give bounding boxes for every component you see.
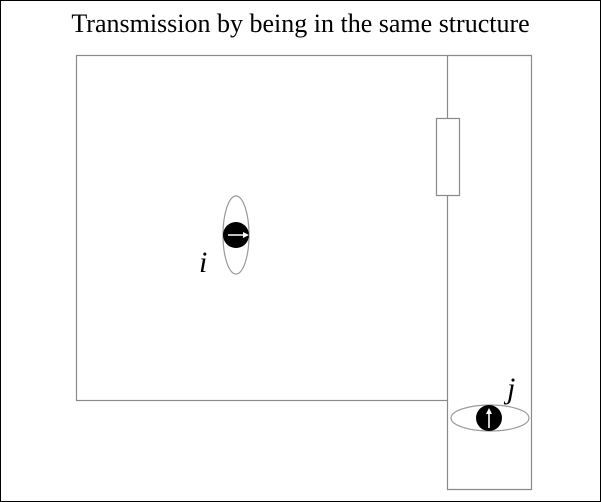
resistor-element — [435, 117, 461, 197]
diagram-title: Transmission by being in the same struct… — [71, 9, 530, 38]
node-j: j — [450, 372, 530, 432]
node-j-arrow-icon — [486, 408, 492, 428]
node-i-arrow-icon — [228, 232, 249, 238]
node-i: i — [199, 195, 250, 279]
node-j-ellipse — [450, 404, 530, 432]
connecting-column — [446, 54, 533, 491]
large-structure — [75, 54, 449, 402]
node-j-label: j — [503, 372, 515, 405]
node-i-label: i — [199, 246, 207, 279]
